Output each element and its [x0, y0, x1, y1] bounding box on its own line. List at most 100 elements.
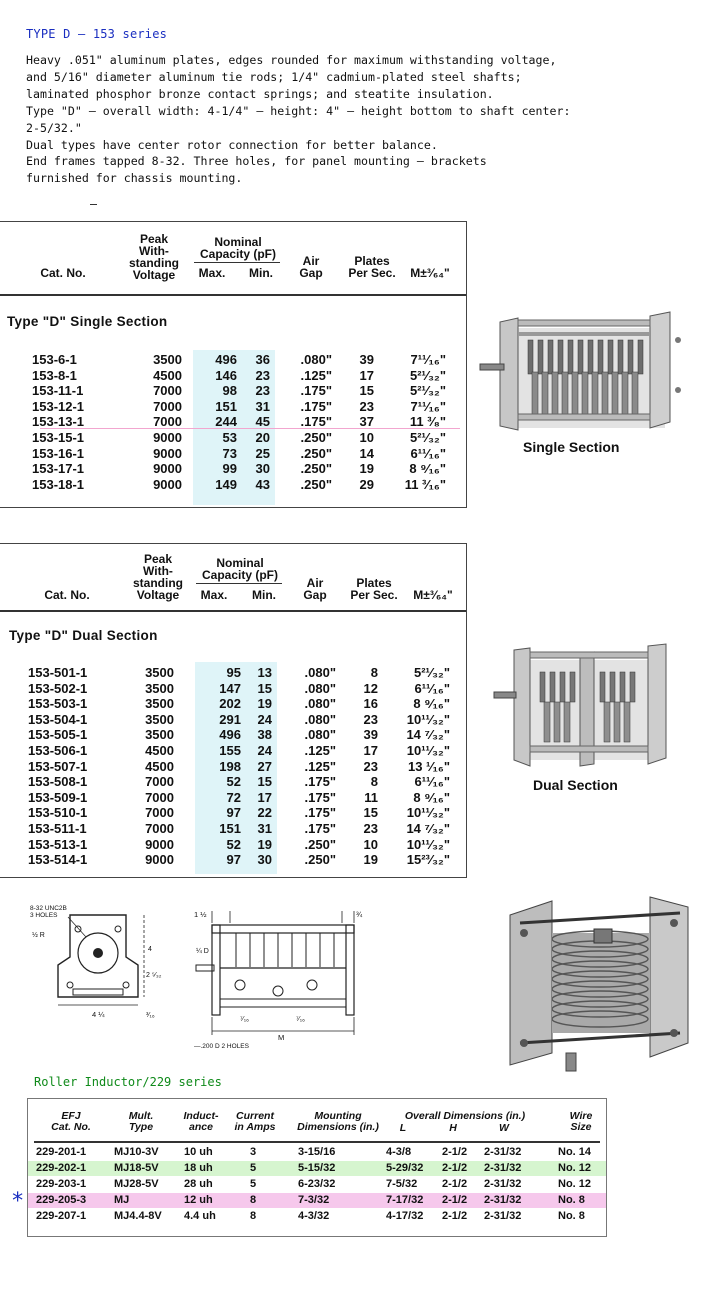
plates-cell: 10 — [363, 836, 378, 852]
side-shaft-label: ¼ D — [196, 948, 209, 955]
air-gap-cell: .080" — [304, 680, 336, 696]
ind-l-cell: 7-5/32 — [386, 1178, 418, 1190]
header-m: M±³⁄₆₄" — [413, 588, 453, 602]
ind-l-cell: 7-17/32 — [386, 1194, 424, 1206]
plates-cell: 15 — [359, 383, 374, 399]
voltage-cell: 4500 — [145, 758, 174, 774]
min-capacity-cell: 24 — [257, 711, 272, 727]
air-gap-cell: .175" — [304, 774, 336, 790]
max-capacity-cell: 202 — [219, 696, 241, 712]
front-width-label: 4 ¼ — [92, 1010, 105, 1019]
max-capacity-cell: 98 — [222, 383, 237, 399]
side-dim-label: ⁷⁄₁₆ — [296, 1016, 305, 1023]
voltage-cell: 3500 — [153, 352, 182, 367]
min-capacity-cell: 27 — [257, 758, 272, 774]
voltage-cell: 7000 — [145, 774, 174, 790]
ind-mounting-cell: 4-3/32 — [298, 1210, 330, 1222]
cat-no-cell: 153-8-1 — [32, 367, 77, 383]
m-dimension-cell: 7¹¹⁄₁₆" — [410, 352, 446, 367]
plates-cell: 15 — [363, 805, 378, 821]
min-capacity-cell: 43 — [255, 476, 270, 492]
plates-cell: 17 — [359, 367, 374, 383]
cat-no-cell: 153-6-1 — [32, 352, 77, 367]
ind-current-cell: 8 — [250, 1210, 257, 1222]
voltage-cell: 9000 — [153, 476, 182, 492]
side-holes-label: —.200 D 2 HOLES — [194, 1043, 250, 1050]
voltage-cell: 7000 — [153, 383, 182, 399]
air-gap-cell: .250" — [300, 445, 332, 461]
description-line: Dual types have center rotor connection … — [26, 137, 438, 152]
ind-w-cell: 2-31/32 — [484, 1194, 522, 1206]
header-max: Max. — [200, 588, 228, 602]
side-view-drawing: 1 ½ ¾ ¼ D ⁷⁄₁₆ ⁷⁄₁₆ M —.200 D 2 HOLES — [194, 910, 363, 1050]
ind-inductance-cell: 18 uh — [184, 1162, 213, 1174]
highlight-line — [40, 428, 460, 429]
m-dimension-cell: 7¹¹⁄₁₆" — [410, 398, 446, 414]
cat-no-cell: 153-511-1 — [28, 821, 87, 836]
ind-type-cell: MJ10-3V — [114, 1146, 159, 1158]
ind-mounting-cell: 7-3/32 — [298, 1194, 330, 1206]
stray-dash — [90, 204, 97, 205]
ind-h-cell: 2-1/2 — [442, 1162, 468, 1174]
voltage-cell: 3500 — [145, 727, 174, 743]
min-capacity-cell: 31 — [257, 821, 272, 836]
ind-cat-cell: 229-203-1 — [36, 1178, 87, 1190]
side-dim-label: ⁷⁄₁₆ — [240, 1016, 249, 1023]
max-capacity-cell: 146 — [215, 367, 237, 383]
ind-mounting-cell: 3-15/16 — [298, 1146, 336, 1158]
max-capacity-cell: 99 — [222, 461, 237, 477]
side-offset-label: 1 ½ — [194, 910, 207, 919]
cat-no-cell: 153-505-1 — [28, 727, 88, 743]
max-capacity-cell: 52 — [226, 774, 241, 790]
dual-section-title: Type "D" Dual Section — [9, 628, 158, 643]
ind-h-cell: 2-1/2 — [442, 1194, 468, 1206]
front-r-label: ½ R — [32, 931, 45, 939]
ind-w-cell: 2-31/32 — [484, 1210, 522, 1222]
m-dimension-cell: 15²³⁄₃₂" — [406, 852, 450, 868]
description-line: laminated phosphor bronze contact spring… — [26, 86, 494, 101]
cat-no-cell: 153-507-1 — [28, 758, 88, 774]
max-capacity-cell: 97 — [226, 852, 241, 868]
front-tap-label: 8-32 UNC2B — [30, 905, 67, 912]
max-capacity-cell: 95 — [226, 665, 241, 680]
max-capacity-cell: 244 — [215, 414, 237, 430]
capacity-highlight — [193, 350, 275, 505]
ind-header-overall: Overall Dimensions (in.) — [404, 1110, 526, 1122]
air-gap-cell: .080" — [304, 711, 336, 727]
plates-cell: 23 — [363, 758, 378, 774]
voltage-cell: 7000 — [153, 398, 182, 414]
voltage-cell: 3500 — [145, 680, 174, 696]
min-capacity-cell: 23 — [255, 383, 270, 399]
max-capacity-cell: 52 — [226, 836, 241, 852]
m-dimension-cell: 5²¹⁄₃₂" — [409, 383, 446, 399]
air-gap-cell: .080" — [300, 352, 332, 367]
single-section-caption: Single Section — [523, 439, 620, 455]
min-capacity-cell: 23 — [255, 367, 270, 383]
description-line: 2-5/32." — [26, 120, 82, 135]
plates-cell: 12 — [363, 680, 378, 696]
roller-inductor-photo — [509, 896, 689, 1072]
m-dimension-cell: 10¹¹⁄₃₂" — [406, 836, 450, 852]
air-gap-cell: .125" — [304, 743, 336, 758]
cat-no-cell: 153-506-1 — [28, 743, 88, 758]
ind-inductance-cell: 12 uh — [184, 1194, 213, 1206]
dual-section-caption: Dual Section — [533, 777, 618, 793]
ind-header-inductance: Induct-ance — [183, 1110, 219, 1133]
m-dimension-cell: 14 ⁷⁄₃₂" — [406, 727, 450, 743]
side-m-label: M — [278, 1033, 284, 1042]
